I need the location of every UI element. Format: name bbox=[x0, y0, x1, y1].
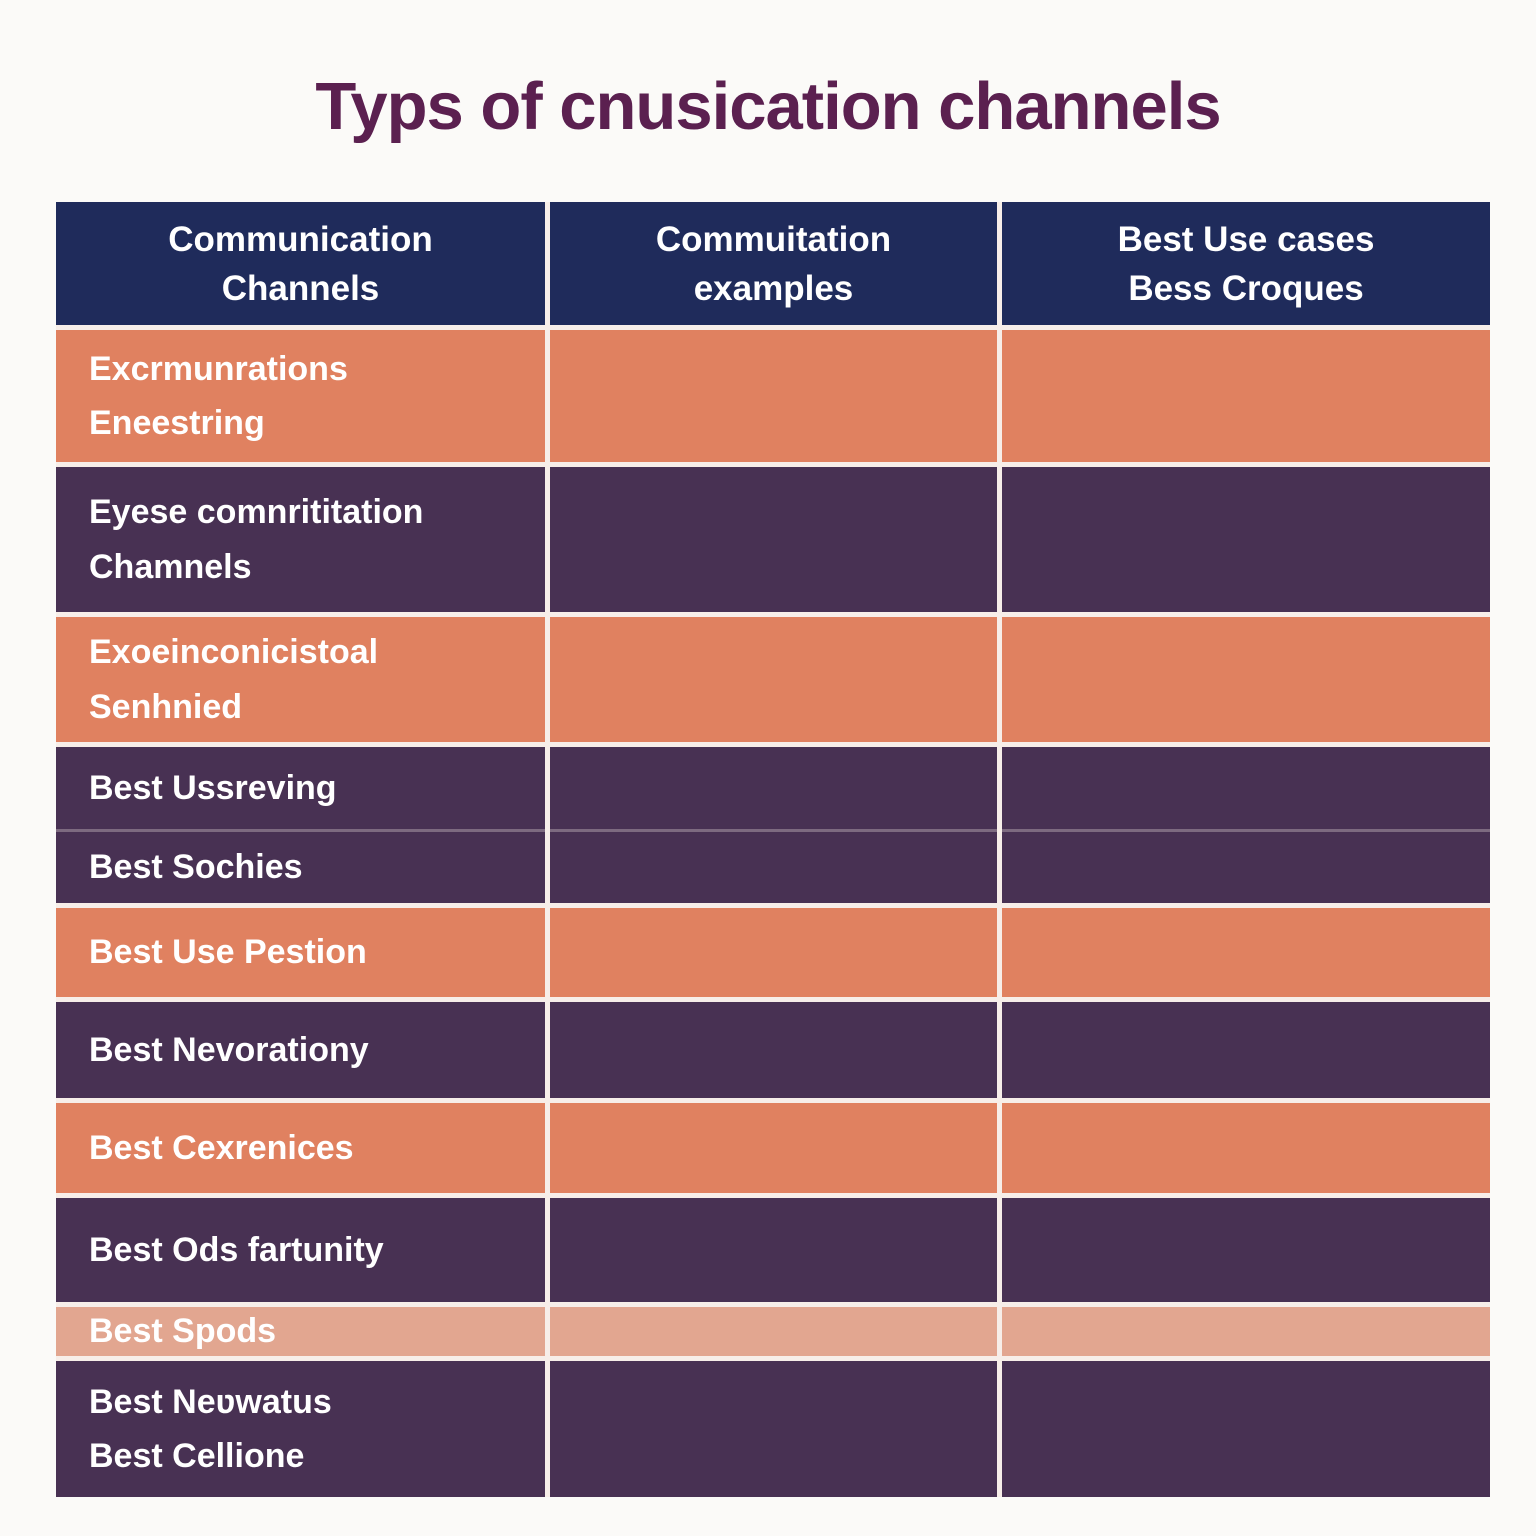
table-row: Best Ussreving bbox=[56, 747, 1490, 829]
row-label-cell: Best Cexrenices bbox=[56, 1103, 545, 1193]
example-cell bbox=[550, 467, 997, 612]
column-header-1: Commuitation examples bbox=[550, 202, 997, 325]
best-use-cell bbox=[1002, 1103, 1490, 1193]
best-use-cell bbox=[1002, 1361, 1490, 1497]
example-cell bbox=[550, 1103, 997, 1193]
example-cell bbox=[550, 1002, 997, 1098]
table-row: Best Sochies bbox=[56, 829, 1490, 903]
best-use-cell bbox=[1002, 908, 1490, 997]
example-cell bbox=[550, 1361, 997, 1497]
row-label-cell: Excrmunrations Eneestring bbox=[56, 330, 545, 462]
best-use-cell bbox=[1002, 747, 1490, 829]
row-label-cell: Best Use Pestion bbox=[56, 908, 545, 997]
example-cell bbox=[550, 617, 997, 742]
best-use-cell bbox=[1002, 829, 1490, 903]
row-label-cell: Best Neʋwatus Best Cellione bbox=[56, 1361, 545, 1497]
example-cell bbox=[550, 747, 997, 829]
table-row: Best Cexrenices bbox=[56, 1103, 1490, 1193]
best-use-cell bbox=[1002, 1198, 1490, 1302]
best-use-cell bbox=[1002, 1002, 1490, 1098]
row-label-cell: Best Ussreving bbox=[56, 747, 545, 829]
row-label-cell: Eyese comnrititation Chamnels bbox=[56, 467, 545, 612]
example-cell bbox=[550, 1307, 997, 1356]
table-row: Best Ods fartunity bbox=[56, 1198, 1490, 1302]
table-row: Excrmunrations Eneestring bbox=[56, 330, 1490, 462]
row-label-cell: Exoeinconicistoal Senhnied bbox=[56, 617, 545, 742]
example-cell bbox=[550, 908, 997, 997]
example-cell bbox=[550, 330, 997, 462]
row-label-cell: Best Nevorationy bbox=[56, 1002, 545, 1098]
best-use-cell bbox=[1002, 1307, 1490, 1356]
example-cell bbox=[550, 1198, 997, 1302]
column-header-0: Communication Channels bbox=[56, 202, 545, 325]
page-title: Typs of cnusication channels bbox=[315, 69, 1221, 144]
table-row: Best Spods bbox=[56, 1307, 1490, 1356]
best-use-cell bbox=[1002, 467, 1490, 612]
best-use-cell bbox=[1002, 617, 1490, 742]
column-header-2: Best Use cases Bess Croques bbox=[1002, 202, 1490, 325]
best-use-cell bbox=[1002, 330, 1490, 462]
table-row: Best Neʋwatus Best Cellione bbox=[56, 1361, 1490, 1497]
row-label-cell: Best Sochies bbox=[56, 829, 545, 903]
row-label-cell: Best Ods fartunity bbox=[56, 1198, 545, 1302]
table-row: Best Nevorationy bbox=[56, 1002, 1490, 1098]
table-row: Exoeinconicistoal Senhnied bbox=[56, 617, 1490, 742]
example-cell bbox=[550, 829, 997, 903]
row-label-cell: Best Spods bbox=[56, 1307, 545, 1356]
table-row: Best Use Pestion bbox=[56, 908, 1490, 997]
table-row: Eyese comnrititation Chamnels bbox=[56, 467, 1490, 612]
